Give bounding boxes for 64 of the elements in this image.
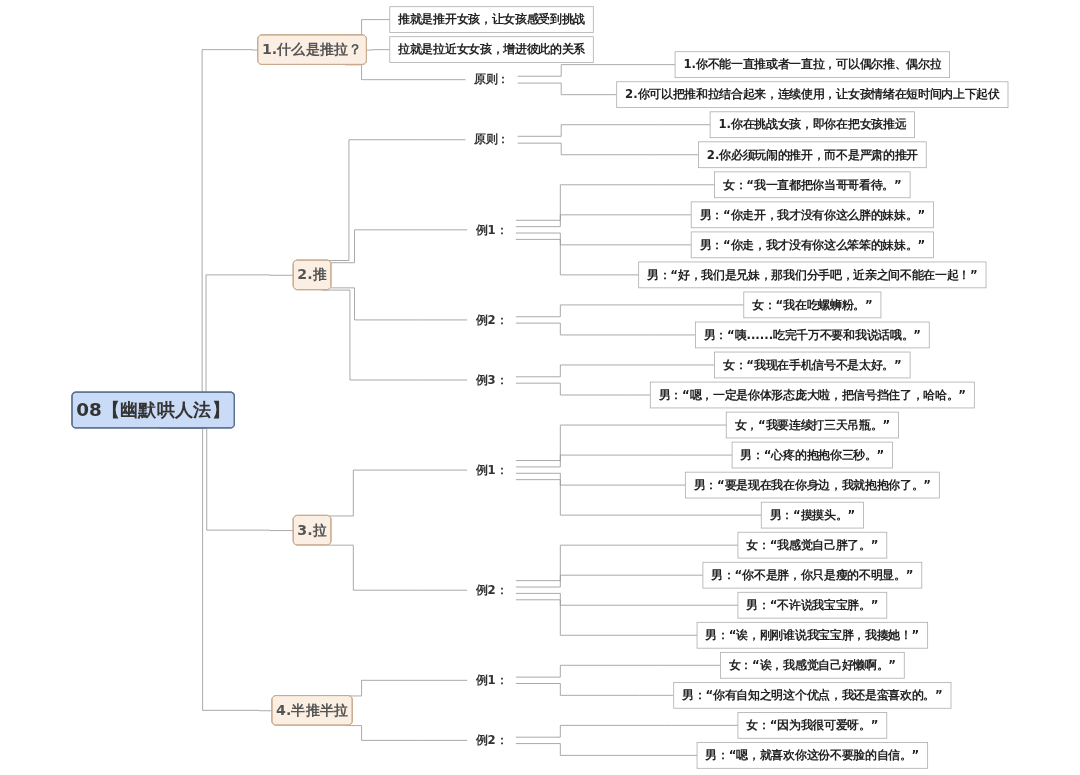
node-box: 男：“你有自知之明这个优点，我还是蛮喜欢的。” xyxy=(673,682,952,709)
node-box: 男：“心疼的抱抱你三秒。” xyxy=(731,441,893,469)
connector xyxy=(515,232,692,246)
connector xyxy=(515,593,739,606)
connector xyxy=(515,322,696,336)
node-box: 男：“你走开，我才没有你这么胖的妹妹。” xyxy=(690,201,934,229)
connector xyxy=(328,469,468,517)
node-box: 男：“你不是胖，你只是瘦的不明显。” xyxy=(702,561,923,589)
node-box: 男：“不许说我宝宝胖。” xyxy=(737,591,888,619)
connector xyxy=(515,599,698,636)
node-box: 男：“诶，刚刚谁说我宝宝胖，我揍她！” xyxy=(696,621,929,649)
node-box: 女：“因为我很可爱呀。” xyxy=(737,712,888,739)
node-box: 1.你不能一直推或者一直拉，可以偶尔推、偶尔拉 xyxy=(674,51,950,78)
node-text: 例1： xyxy=(475,673,508,687)
node-text: 原则： xyxy=(474,132,510,146)
connector xyxy=(515,479,762,516)
node-box: 男：“嗯，一定是你体形态庞大啦，把信号挡住了，哈哈。” xyxy=(649,381,975,409)
node-box: 男：“嗯，就喜欢你这份不要脸的自信。” xyxy=(696,742,929,769)
node-text: 例3： xyxy=(475,372,508,387)
node-text: 例1： xyxy=(475,463,508,477)
node-box: 2.你必须玩闹的推开，而不是严肃的推开 xyxy=(698,141,927,169)
connector xyxy=(515,364,715,378)
connector xyxy=(517,142,699,156)
connector xyxy=(515,683,675,696)
node-text: 例2： xyxy=(475,733,508,747)
node-text: 例1： xyxy=(475,222,508,237)
node-text: 例2： xyxy=(475,312,508,327)
node-box: 男：“好，我们是兄妹，那我们分手吧，近亲之间不能在一起！” xyxy=(638,261,987,289)
connector xyxy=(366,49,391,51)
connector xyxy=(515,574,704,588)
node-box: 男：“咦......吃完千万不要和我说话哦。” xyxy=(695,321,930,349)
connector xyxy=(328,544,468,591)
connector xyxy=(330,287,468,321)
connector xyxy=(515,664,721,678)
connector xyxy=(515,214,692,228)
connector xyxy=(330,229,468,264)
connector xyxy=(515,382,651,396)
node-text: 例2： xyxy=(475,583,508,597)
connector xyxy=(515,184,715,221)
connector xyxy=(515,724,739,738)
node-box: 男：“摸摸头。” xyxy=(760,501,864,529)
connector xyxy=(515,304,745,318)
connector xyxy=(515,238,640,276)
node-box: 女：“诶，我感觉自己好懒啊。” xyxy=(720,651,905,679)
node-box: 女：“我在吃螺蛳粉。” xyxy=(743,291,882,319)
node-box: 女：“我一直都把你当哥哥看待。” xyxy=(714,171,911,199)
connector xyxy=(515,544,739,582)
node-box: 男：“要是现在我在你身边，我就抱抱你了。” xyxy=(684,471,940,499)
node-box: 1.你在挑战女孩，即你在把女孩推远 xyxy=(709,111,915,139)
node-box: 女：“我感觉自己胖了。” xyxy=(737,531,888,559)
node-box: 拉就是拉近女女孩，增进彼此的关系 xyxy=(389,36,594,63)
connector xyxy=(517,124,711,137)
connector xyxy=(517,82,618,96)
node-box: 2.你可以把推和拉结合起来，连续使用，让女孩情绪在短时间内上下起伏 xyxy=(616,81,1009,109)
node-text: 原则： xyxy=(474,72,510,86)
connector xyxy=(517,64,676,77)
connector xyxy=(515,424,727,461)
connector xyxy=(515,472,686,486)
node-box: 推就是推开女孩，让女孩感受到挑战 xyxy=(389,6,594,33)
node-box: 男：“你走，我才没有你这么笨笨的妹妹。” xyxy=(690,231,934,259)
node-box: 女，“我要连续打三天吊瓶。” xyxy=(725,411,899,439)
connector xyxy=(515,454,733,468)
node-box: 女：“我现在手机信号不是太好。” xyxy=(714,351,911,379)
connector xyxy=(515,743,698,756)
